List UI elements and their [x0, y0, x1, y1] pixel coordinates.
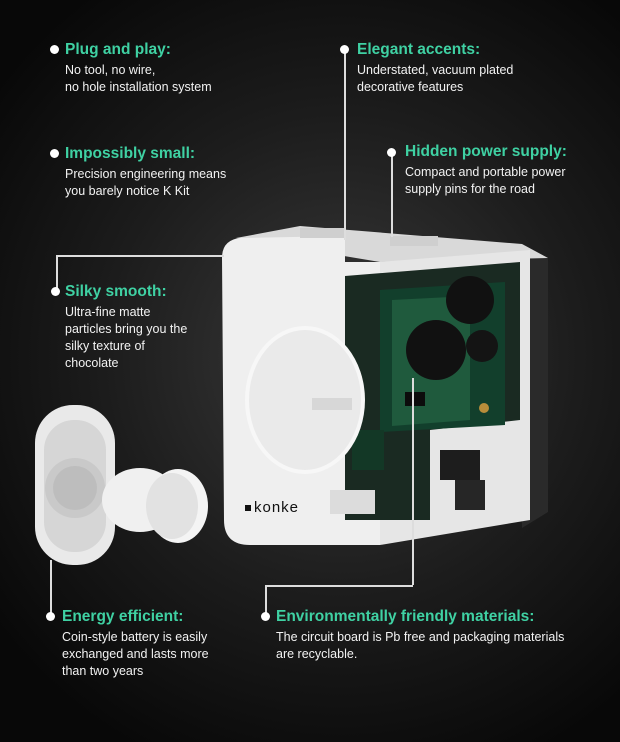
feature-plug-and-play: Plug and play: No tool, no wire, no hole…	[50, 41, 212, 96]
bullet-dot	[51, 287, 60, 296]
feature-eco-materials: Environmentally friendly materials: The …	[261, 608, 565, 663]
feature-impossibly-small: Impossibly small: Precision engineering …	[50, 145, 227, 200]
feature-desc: Precision engineering means you barely n…	[65, 167, 227, 198]
leader-line-hidden-power	[391, 155, 393, 237]
feature-desc: Ultra-fine matte particles bring you the…	[65, 305, 188, 370]
leader-line-eco-v	[412, 378, 414, 585]
main-device	[222, 226, 548, 545]
leader-line-energy-v	[50, 560, 52, 615]
bullet-dot	[261, 612, 270, 621]
feature-desc: No tool, no wire, no hole installation s…	[65, 63, 212, 94]
feature-energy-efficient: Energy efficient: Coin-style battery is …	[46, 608, 209, 680]
feature-desc: The circuit board is Pb free and packagi…	[276, 630, 565, 661]
feature-title: Impossibly small:	[65, 145, 196, 162]
feature-title: Hidden power supply:	[405, 143, 567, 160]
feature-title: Silky smooth:	[65, 283, 167, 300]
sensor-device	[35, 405, 208, 565]
brand-logo-mark	[245, 505, 251, 512]
feature-elegant-accents: Elegant accents: Understated, vacuum pla…	[340, 41, 514, 96]
feature-desc: Coin-style battery is easily exchanged a…	[62, 630, 209, 678]
bullet-dot	[46, 612, 55, 621]
feature-hidden-power: Hidden power supply: Compact and portabl…	[387, 143, 567, 198]
feature-title: Energy efficient:	[62, 608, 184, 625]
feature-title: Environmentally friendly materials:	[276, 608, 535, 625]
leader-line-elegant	[344, 50, 346, 240]
bullet-dot	[387, 148, 396, 157]
feature-title: Plug and play:	[65, 41, 171, 58]
bullet-dot	[50, 149, 59, 158]
brand-logo: konke	[245, 499, 299, 516]
brand-logo-text: konke	[254, 499, 300, 516]
leader-line-eco-v2	[265, 585, 267, 615]
leader-line-silky-h	[56, 255, 224, 257]
leader-line-silky-v	[56, 255, 58, 291]
feature-silky-smooth: Silky smooth: Ultra-fine matte particles…	[51, 283, 188, 372]
leader-line-eco-h	[265, 585, 413, 587]
feature-title: Elegant accents:	[357, 41, 481, 58]
feature-desc: Compact and portable power supply pins f…	[405, 165, 566, 196]
bullet-dot	[340, 45, 349, 54]
bullet-dot	[50, 45, 59, 54]
feature-desc: Understated, vacuum plated decorative fe…	[357, 63, 514, 94]
